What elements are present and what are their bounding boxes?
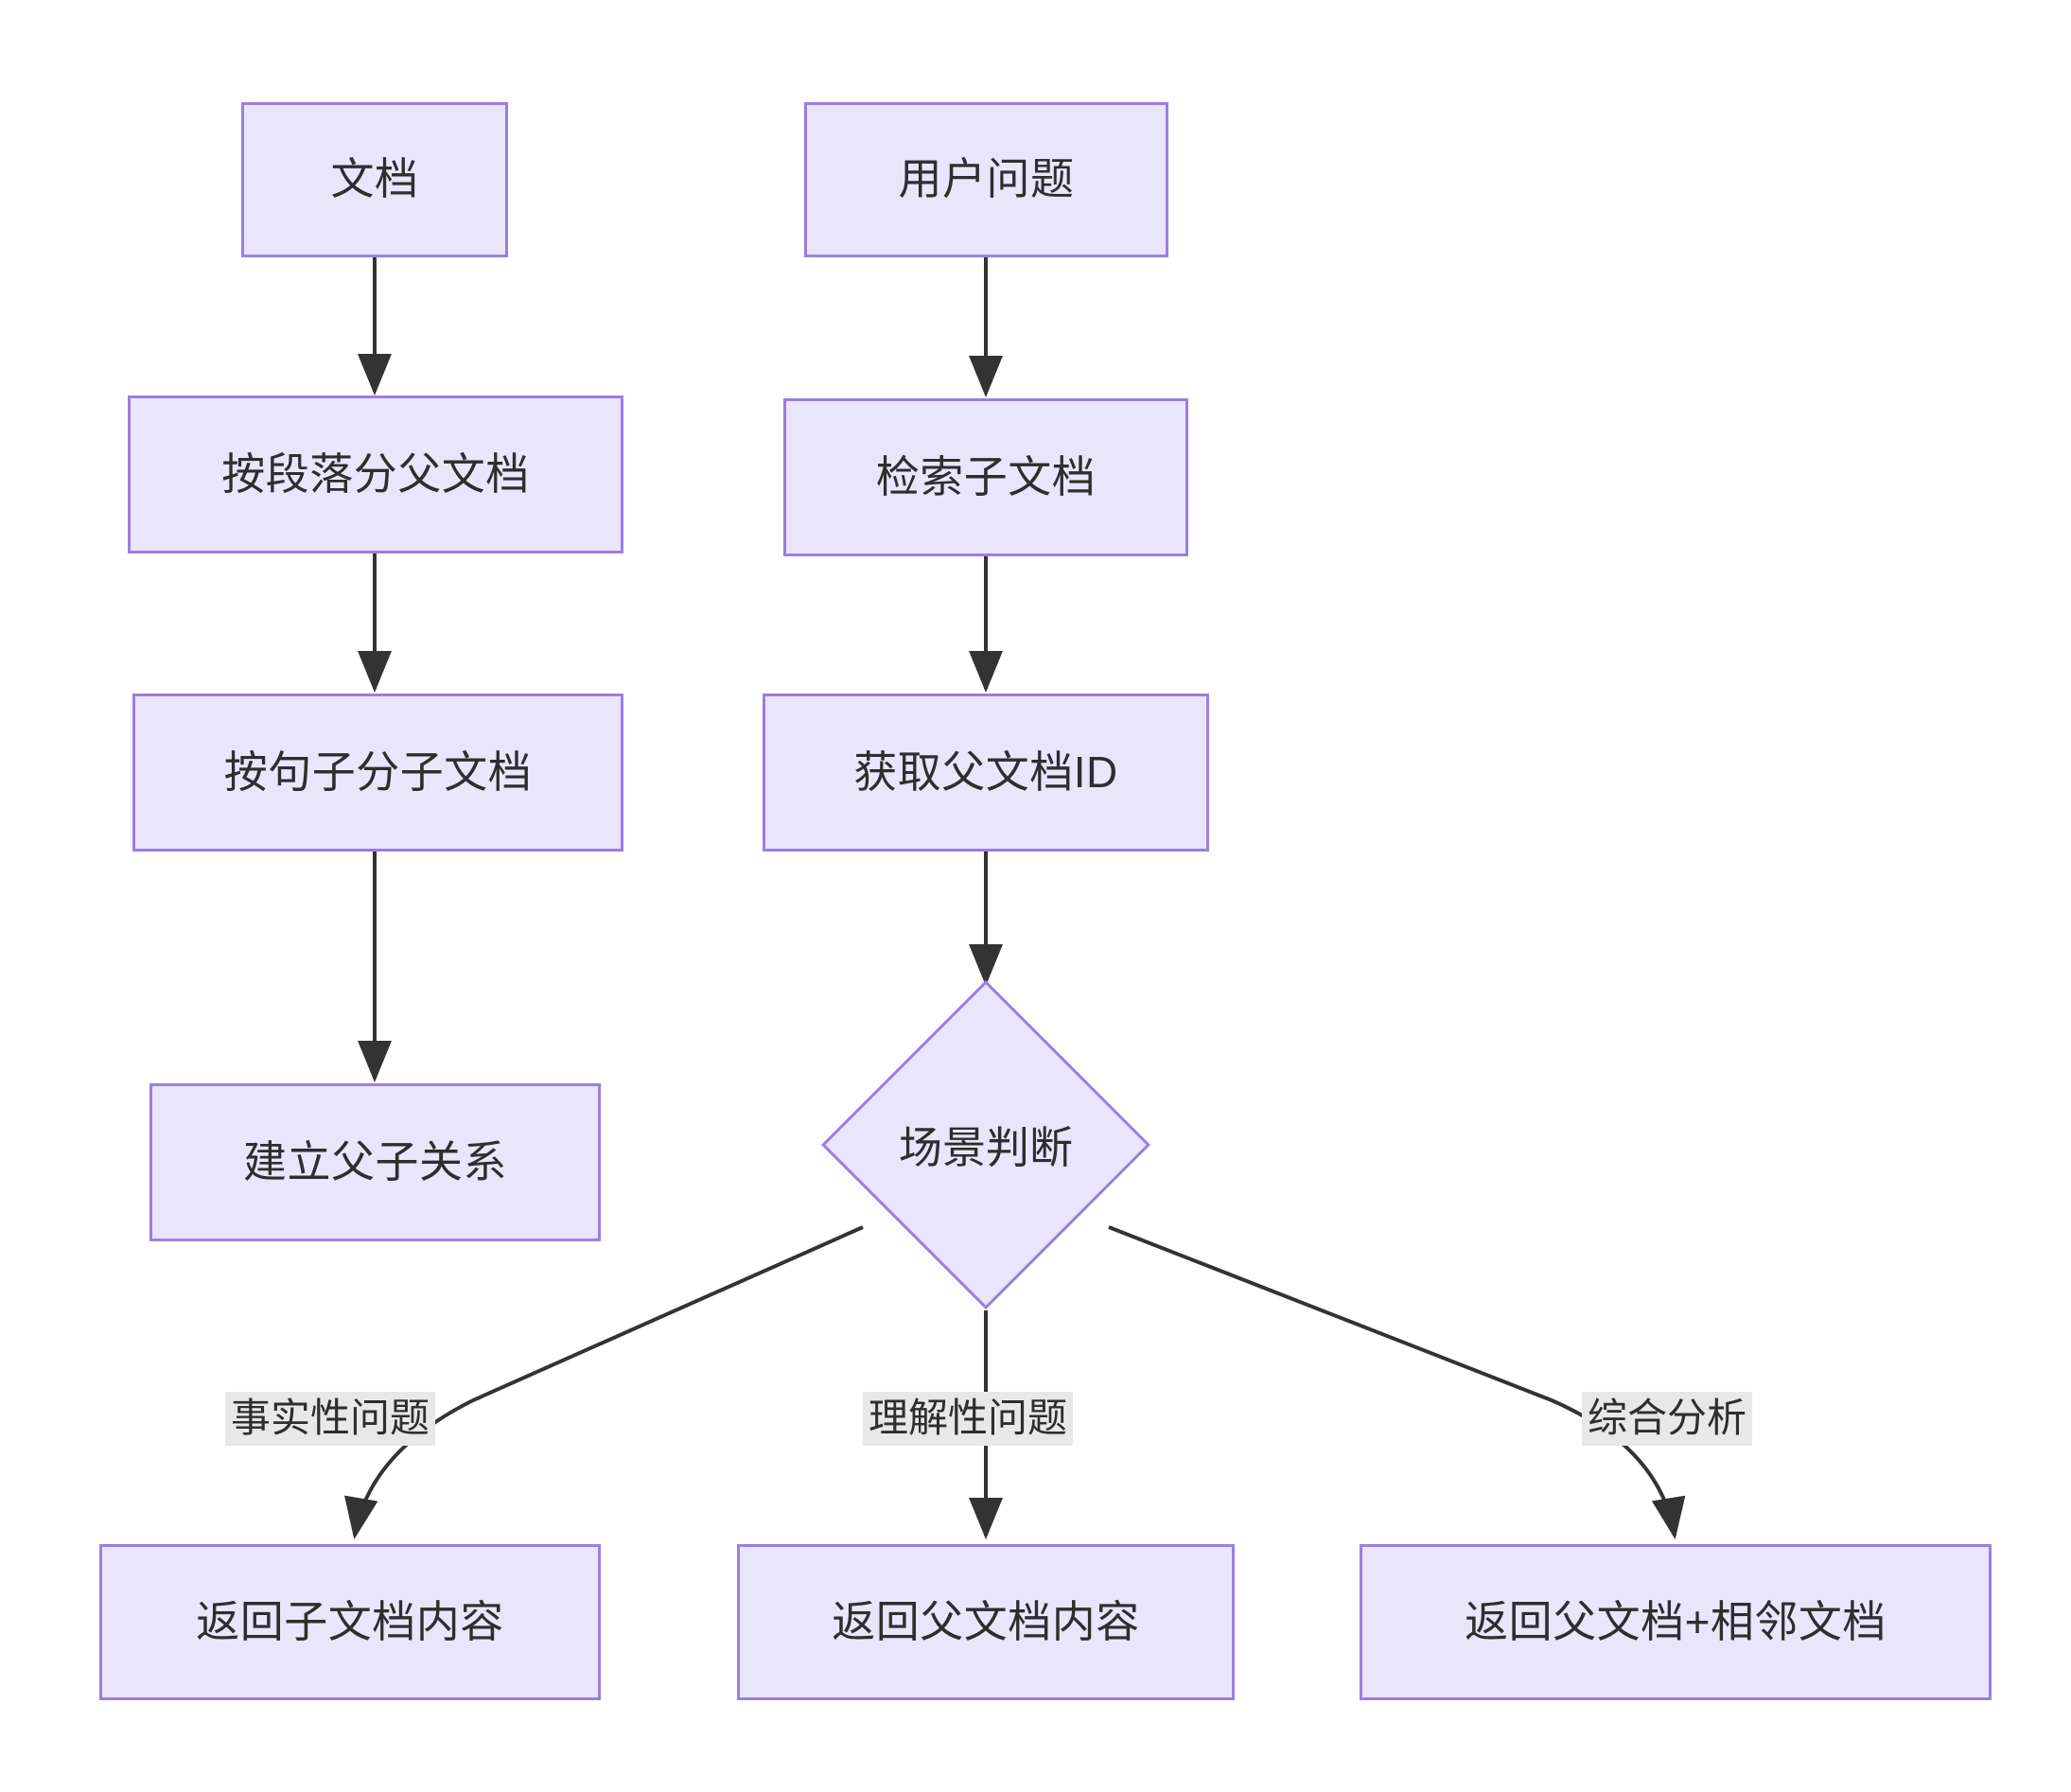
node-retrieve-child-label: 检索子文档 xyxy=(875,451,1097,501)
node-ret-parent-adj-label: 返回父文档+相邻文档 xyxy=(1465,1596,1887,1646)
node-ret-parent-label: 返回父文档内容 xyxy=(832,1596,1140,1646)
node-user-question[interactable]: 用户问题 xyxy=(804,102,1168,257)
edge-label-factual: 事实性问题 xyxy=(225,1392,436,1446)
node-get-parent-id-label: 获取父文档ID xyxy=(853,747,1118,797)
node-split-para-label: 按段落分父文档 xyxy=(221,448,530,499)
node-link-parent[interactable]: 建立父子关系 xyxy=(149,1083,601,1241)
node-ret-child[interactable]: 返回子文档内容 xyxy=(99,1544,601,1700)
node-user-question-label: 用户问题 xyxy=(898,154,1075,204)
edge-label-comprehension: 理解性问题 xyxy=(863,1392,1074,1446)
node-scene-judge-label: 场景判断 xyxy=(899,1123,1073,1172)
node-split-para[interactable]: 按段落分父文档 xyxy=(128,395,623,553)
node-ret-parent-adj[interactable]: 返回父文档+相邻文档 xyxy=(1360,1544,1992,1700)
node-doc[interactable]: 文档 xyxy=(241,102,508,257)
node-get-parent-id[interactable]: 获取父文档ID xyxy=(763,694,1209,852)
node-retrieve-child[interactable]: 检索子文档 xyxy=(783,398,1188,556)
node-split-sent-label: 按句子分子文档 xyxy=(223,747,533,797)
node-ret-child-label: 返回子文档内容 xyxy=(196,1596,504,1646)
node-doc-label: 文档 xyxy=(330,154,419,204)
node-link-parent-label: 建立父子关系 xyxy=(243,1136,507,1186)
edge-scene-judge-to-ret-child xyxy=(344,1225,864,1539)
edge-scene-judge-to-ret-parent-adj xyxy=(1108,1225,1686,1539)
node-split-sent[interactable]: 按句子分子文档 xyxy=(132,694,623,852)
node-ret-parent[interactable]: 返回父文档内容 xyxy=(737,1544,1235,1700)
edge-label-analysis: 综合分析 xyxy=(1582,1392,1753,1446)
node-scene-judge[interactable]: 场景判断 xyxy=(821,980,1150,1309)
